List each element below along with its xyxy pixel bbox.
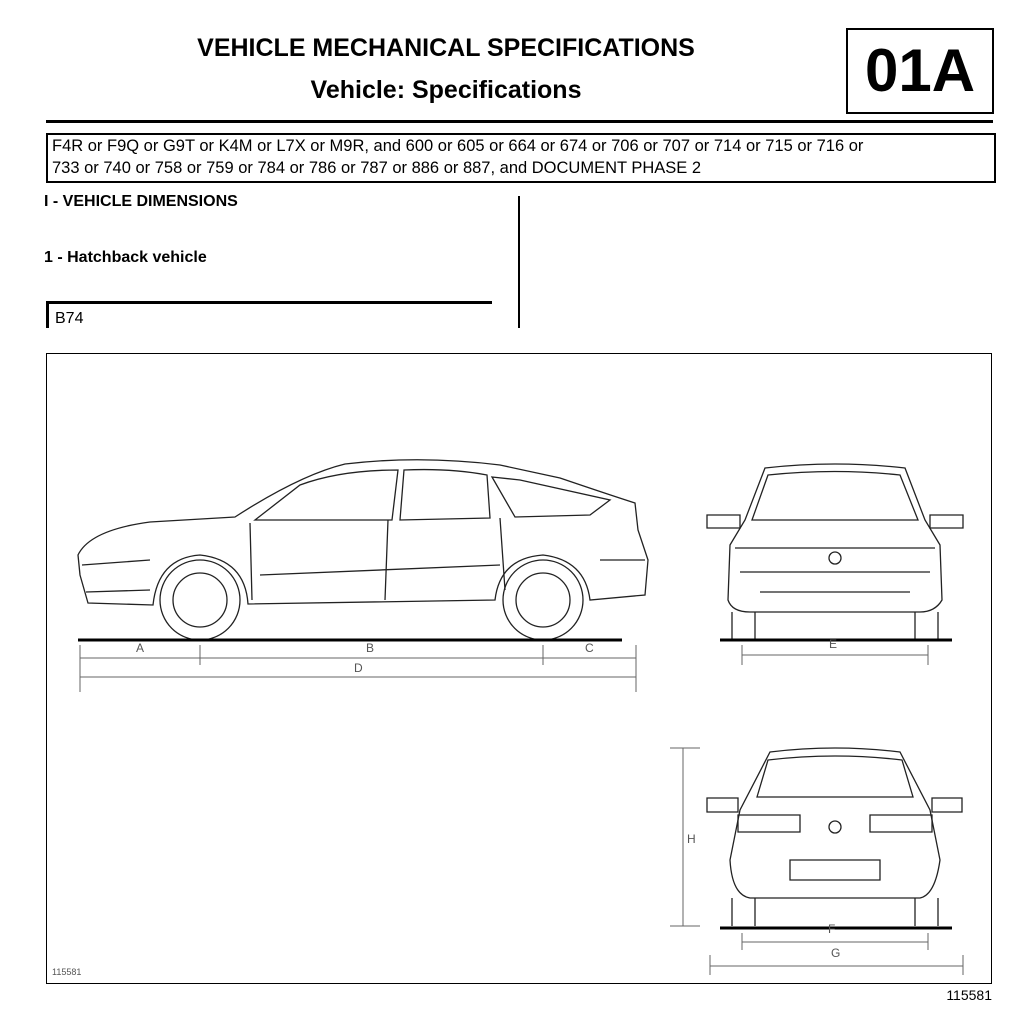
figure-caption: 115581: [946, 987, 992, 1003]
dim-label-b: B: [366, 641, 374, 655]
vehicle-code-bar: [46, 304, 49, 328]
subsection-heading: 1 - Hatchback vehicle: [44, 249, 207, 266]
side-view-car: [77, 459, 649, 641]
front-dimension-lines: [741, 645, 929, 665]
figure-inner-ref: 115581: [52, 967, 81, 977]
dim-label-d: D: [354, 661, 363, 675]
dim-label-g: G: [831, 946, 840, 960]
applicability-line-1: F4R or F9Q or G9T or K4M or L7X or M9R, …: [52, 137, 864, 155]
section-heading: I - VEHICLE DIMENSIONS: [44, 193, 238, 210]
rear-dimension-lines: [670, 747, 964, 975]
applicability-line-2: 733 or 740 or 758 or 759 or 784 or 786 o…: [52, 159, 702, 177]
side-dimension-lines: [79, 645, 637, 692]
dimension-figure: [46, 353, 992, 984]
dim-label-f: F: [828, 922, 835, 936]
vehicle-code-rule: [46, 301, 492, 304]
page-subtitle: Vehicle: Specifications: [310, 76, 582, 104]
column-divider: [518, 196, 520, 328]
vehicle-code: B74: [55, 310, 84, 327]
dim-label-e: E: [829, 637, 837, 651]
rear-view-car: [706, 747, 963, 926]
front-view-car: [706, 463, 964, 640]
dim-label-c: C: [585, 641, 594, 655]
dim-label-a: A: [136, 641, 144, 655]
dim-label-h: H: [687, 832, 696, 846]
section-code-box: 01A: [846, 28, 994, 114]
header-rule: [46, 120, 993, 123]
applicability-box: F4R or F9Q or G9T or K4M or L7X or M9R, …: [46, 133, 996, 183]
page-title: VEHICLE MECHANICAL SPECIFICATIONS: [197, 34, 695, 62]
